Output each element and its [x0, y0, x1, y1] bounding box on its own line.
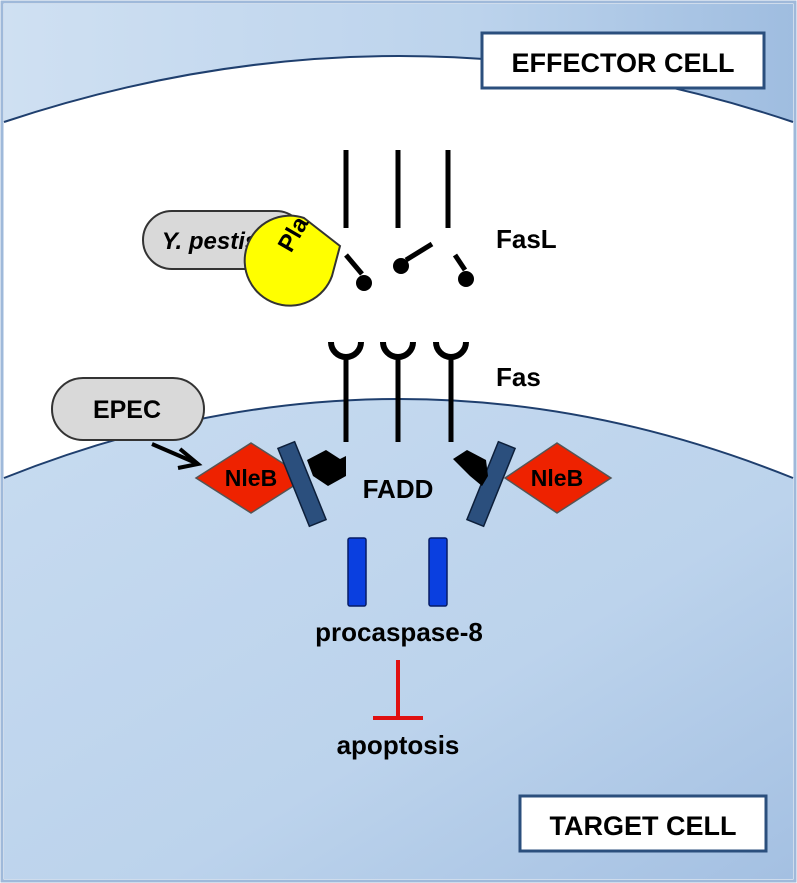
- fadd-label: FADD: [363, 474, 434, 504]
- procaspase-8: [347, 537, 448, 607]
- epec-bacterium: EPEC: [51, 377, 205, 441]
- fasl-trimer: [343, 150, 474, 291]
- target-cell-label: TARGET CELL: [550, 811, 737, 841]
- fasl-label: FasL: [496, 224, 557, 254]
- fadd-right: [453, 440, 517, 528]
- nleb-right: NleB: [503, 442, 613, 514]
- nleb-left-label: NleB: [225, 465, 277, 491]
- apoptosis-label: apoptosis: [337, 730, 460, 760]
- ypestis-label: Y. pestis: [162, 228, 259, 255]
- nleb-left: NleB: [194, 442, 308, 514]
- epec-injection-arrow: [151, 442, 203, 470]
- fadd-left: [276, 440, 346, 528]
- target-cell-label-box: TARGET CELL: [518, 794, 768, 853]
- target-cell-body: [4, 399, 793, 879]
- fas-label: Fas: [496, 362, 541, 392]
- fas-receptors: [328, 341, 469, 442]
- effector-cell-label-box: EFFECTOR CELL: [480, 31, 766, 90]
- epec-label: EPEC: [93, 396, 161, 424]
- effector-cell-membrane: [3, 55, 794, 123]
- nleb-right-label: NleB: [531, 465, 583, 491]
- effector-cell-label: EFFECTOR CELL: [511, 48, 734, 78]
- procaspase-label: procaspase-8: [315, 617, 483, 647]
- inhibition-symbol: [373, 660, 423, 720]
